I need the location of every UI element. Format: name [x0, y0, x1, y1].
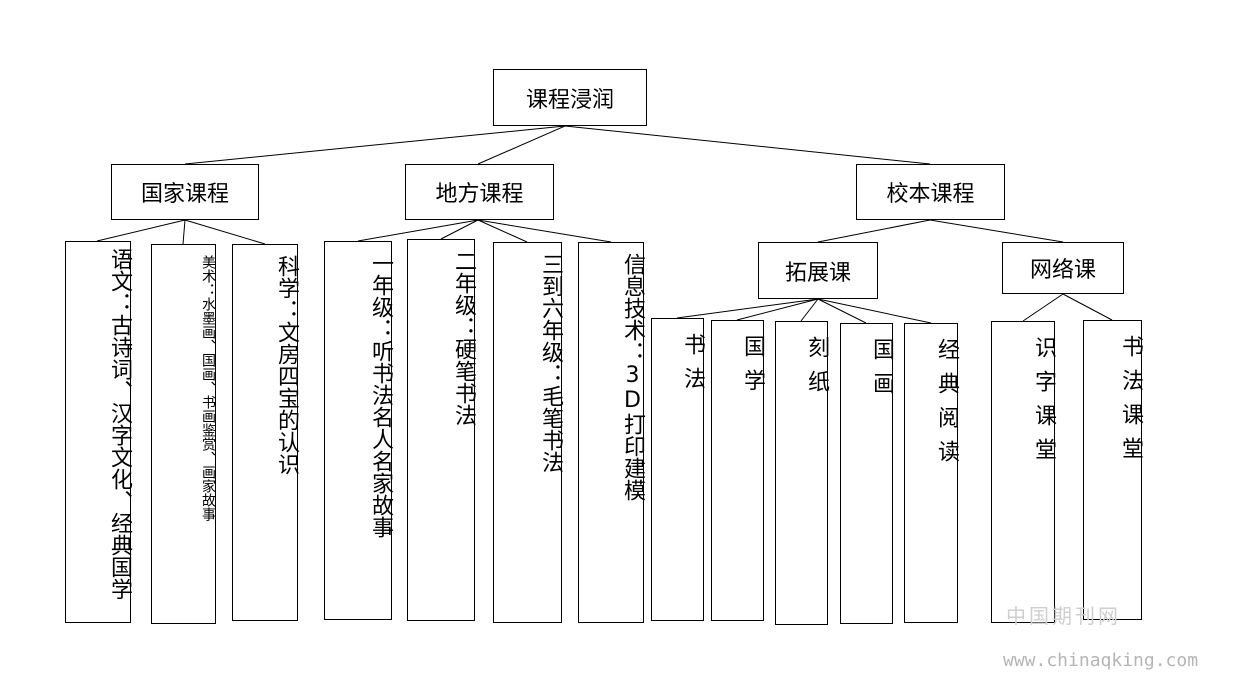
watermark-cn: 中国期刊网	[1006, 604, 1121, 628]
edge-local-grade1	[357, 219, 479, 242]
edge-school-online	[929, 219, 1064, 243]
leaf-grade2: 二年级：硬笔书法	[407, 239, 476, 621]
node-school-curriculum: 校本课程	[856, 164, 1005, 220]
edge-expansion-papercut	[800, 298, 819, 322]
node-expansion-course: 拓展课	[758, 242, 878, 299]
leaf-art: 美术：水墨画、国画、书画鉴赏、画家故事	[151, 244, 216, 624]
edge-local-grade2	[440, 219, 479, 240]
leaf-painting: 国画	[840, 323, 894, 624]
leaf-papercut: 刻纸	[775, 321, 829, 625]
node-online-course: 网络课	[1002, 242, 1124, 294]
leaf-literacy: 识字课堂	[991, 321, 1056, 623]
edge-expansion-calligraphy	[676, 298, 819, 319]
leaf-calligraphy: 书法	[651, 318, 705, 621]
edge-expansion-painting	[817, 298, 867, 324]
leaf-grade3to6: 三到六年级：毛笔书法	[493, 242, 563, 623]
leaf-sinology: 国学	[711, 320, 765, 621]
edge-national-chinese	[96, 219, 186, 242]
node-local-curriculum: 地方课程	[405, 164, 554, 220]
edge-root-local	[477, 125, 566, 165]
edge-root-school	[564, 125, 931, 165]
edge-online-literacy	[1022, 293, 1064, 322]
edge-school-expansion	[817, 219, 931, 243]
edge-national-art	[182, 219, 186, 245]
node-national-curriculum: 国家课程	[111, 164, 259, 220]
edge-local-it	[477, 219, 612, 243]
node-root: 课程浸润	[493, 69, 647, 126]
edge-expansion-sinology	[736, 298, 819, 321]
leaf-classics: 经典阅读	[904, 323, 959, 623]
edge-national-science	[184, 219, 266, 245]
leaf-chinese: 语文：古诗词、汉字文化、经典国学	[65, 241, 132, 623]
leaf-it: 信息技术：3D打印建模	[578, 242, 645, 623]
leaf-calligraphy-class: 书法课堂	[1083, 320, 1143, 620]
leaf-science: 科学：文房四宝的认识	[232, 244, 299, 621]
edge-root-national	[184, 125, 566, 165]
edge-local-grade3to6	[477, 219, 528, 243]
edge-online-calligraphy-class	[1062, 293, 1113, 321]
watermark-url: www.chinaqking.com	[1003, 650, 1199, 671]
edge-expansion-classics	[817, 298, 932, 324]
leaf-grade1: 一年级：听书法名人名家故事	[324, 241, 393, 620]
